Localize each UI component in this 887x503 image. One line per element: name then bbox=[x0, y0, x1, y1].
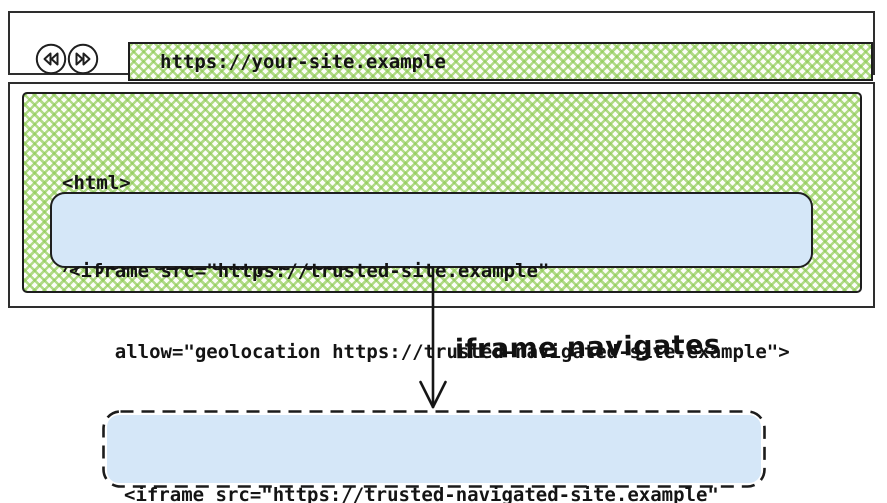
iframe-snippet-box: <iframe src="https://trusted-site.exampl… bbox=[50, 192, 813, 363]
forward-button[interactable] bbox=[67, 43, 99, 75]
code-line: <iframe src="https://trusted-navigated-s… bbox=[124, 484, 719, 503]
address-bar-url: https://your-site.example bbox=[160, 50, 446, 73]
navigated-iframe-snippet-box: <iframe src="https://trusted-navigated-s… bbox=[102, 410, 766, 503]
code-line: <html> bbox=[62, 172, 131, 194]
code-line: allow="geolocation https://trusted-navig… bbox=[69, 341, 790, 363]
iframe-navigation-arrow bbox=[410, 266, 456, 412]
navigated-iframe-snippet-fill: <iframe src="https://trusted-navigated-s… bbox=[107, 415, 761, 503]
back-icon bbox=[35, 43, 67, 75]
arrow-label: iframe navigates bbox=[454, 329, 721, 366]
browser-toolbar: https://your-site.example bbox=[8, 11, 875, 81]
code-line: <iframe src="https://trusted-site.exampl… bbox=[69, 260, 550, 282]
forward-icon bbox=[67, 43, 99, 75]
back-button[interactable] bbox=[35, 43, 67, 75]
address-bar[interactable]: https://your-site.example bbox=[128, 42, 873, 81]
